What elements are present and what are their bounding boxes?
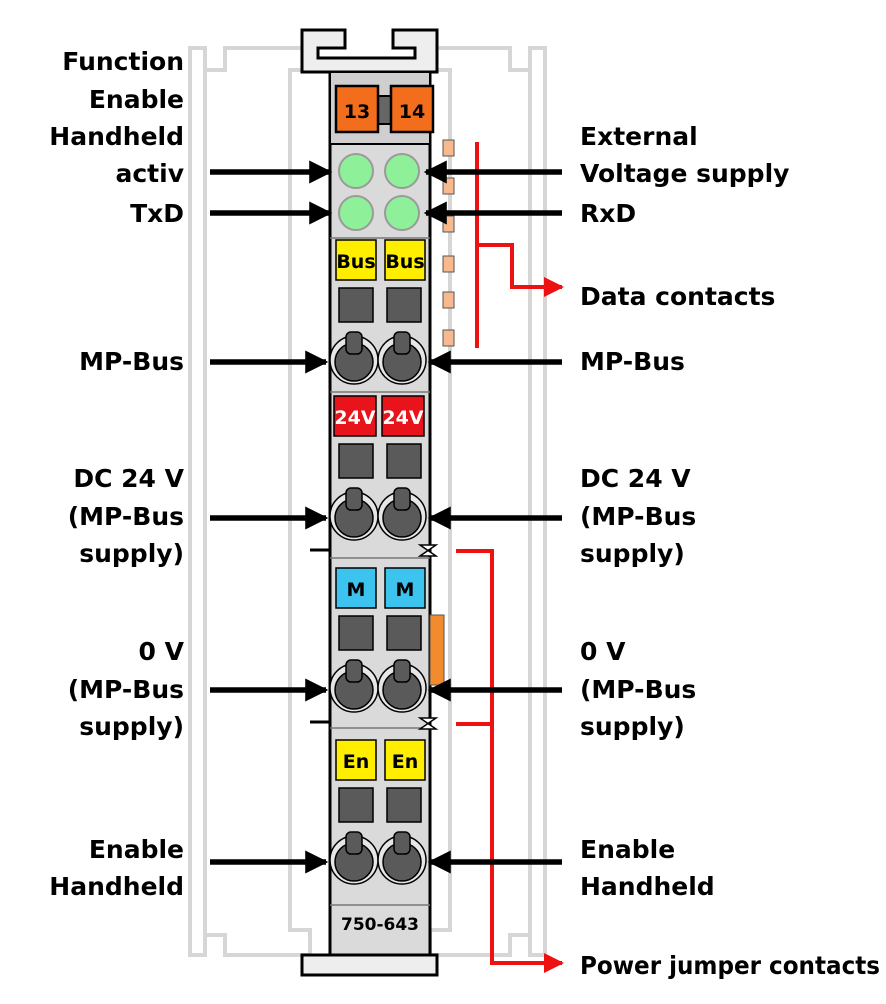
label-mpbus-left: MP-Bus: [79, 347, 184, 376]
channel-24v: 24V 24V: [333, 395, 425, 479]
led-function-enable: [338, 153, 374, 189]
label-dc24-right-3: supply): [580, 539, 685, 568]
label-mpbus-right: MP-Bus: [580, 347, 685, 376]
en-tag-right: En: [392, 751, 419, 773]
led-group: [338, 153, 420, 231]
contact-14: [389, 84, 435, 134]
label-power-jumper: Power jumper contacts: [580, 951, 880, 980]
label-dc24-left-2: (MP-Bus: [68, 502, 184, 531]
label-function-1: Function: [62, 47, 184, 76]
label-enable-left-1: Enable: [89, 835, 184, 864]
channel-m: M M: [335, 567, 445, 686]
label-rxd: RxD: [580, 199, 636, 228]
arrows-left: [210, 160, 333, 874]
label-external-2: Voltage supply: [580, 159, 789, 188]
contact-13-label: 13: [344, 101, 370, 123]
label-0v-left-2: (MP-Bus: [68, 675, 184, 704]
label-data-contacts: Data contacts: [580, 282, 775, 311]
label-0v-left-1: 0 V: [139, 637, 185, 666]
en-tag-left: En: [343, 751, 370, 773]
label-dc24-left-3: supply): [79, 539, 184, 568]
label-dc24-left-1: DC 24 V: [73, 464, 184, 493]
bus-tag-left: Bus: [336, 251, 375, 273]
labels-left: Function Enable Handheld activ TxD MP-Bu…: [49, 47, 184, 901]
label-function-4: activ: [115, 159, 184, 188]
m-tag-right: M: [396, 579, 415, 601]
led-txd: [338, 195, 374, 231]
label-0v-left-3: supply): [79, 712, 184, 741]
led-external-supply: [384, 153, 420, 189]
m-tag-left: M: [347, 579, 366, 601]
contact-14-label: 14: [399, 101, 425, 123]
label-function-3: Handheld: [49, 122, 184, 151]
v24-tag-right: 24V: [382, 407, 423, 429]
label-external-1: External: [580, 122, 698, 151]
clamp-dc24: [329, 487, 427, 541]
terminal-clamps: [329, 331, 427, 885]
clamp-0v: [329, 659, 427, 713]
led-rxd: [384, 195, 420, 231]
clamp-enable: [329, 831, 427, 885]
label-0v-right-3: supply): [580, 712, 685, 741]
label-enable-right-1: Enable: [580, 835, 675, 864]
top-contacts: 13 14: [334, 84, 435, 134]
label-enable-right-2: Handheld: [580, 872, 715, 901]
channel-en: En En: [335, 739, 426, 823]
model-number: 750-643: [341, 915, 419, 935]
arrows-right: [423, 160, 562, 874]
label-0v-right-1: 0 V: [580, 637, 626, 666]
data-contact-tabs: [442, 139, 455, 347]
label-enable-left-2: Handheld: [49, 872, 184, 901]
v24-tag-left: 24V: [334, 407, 375, 429]
channel-bus: Bus Bus: [335, 239, 426, 323]
bus-tag-right: Bus: [385, 251, 424, 273]
power-jumper-tab: [429, 614, 445, 686]
labels-right: External Voltage supply RxD Data contact…: [580, 122, 880, 980]
label-0v-right-2: (MP-Bus: [580, 675, 696, 704]
side-marks: [310, 548, 330, 724]
red-callouts: [456, 142, 564, 973]
label-dc24-right-1: DC 24 V: [580, 464, 691, 493]
contact-13: [334, 84, 380, 134]
label-function-2: Enable: [89, 85, 184, 114]
clamp-mpbus: [329, 331, 427, 385]
label-dc24-right-2: (MP-Bus: [580, 502, 696, 531]
label-txd: TxD: [130, 199, 184, 228]
